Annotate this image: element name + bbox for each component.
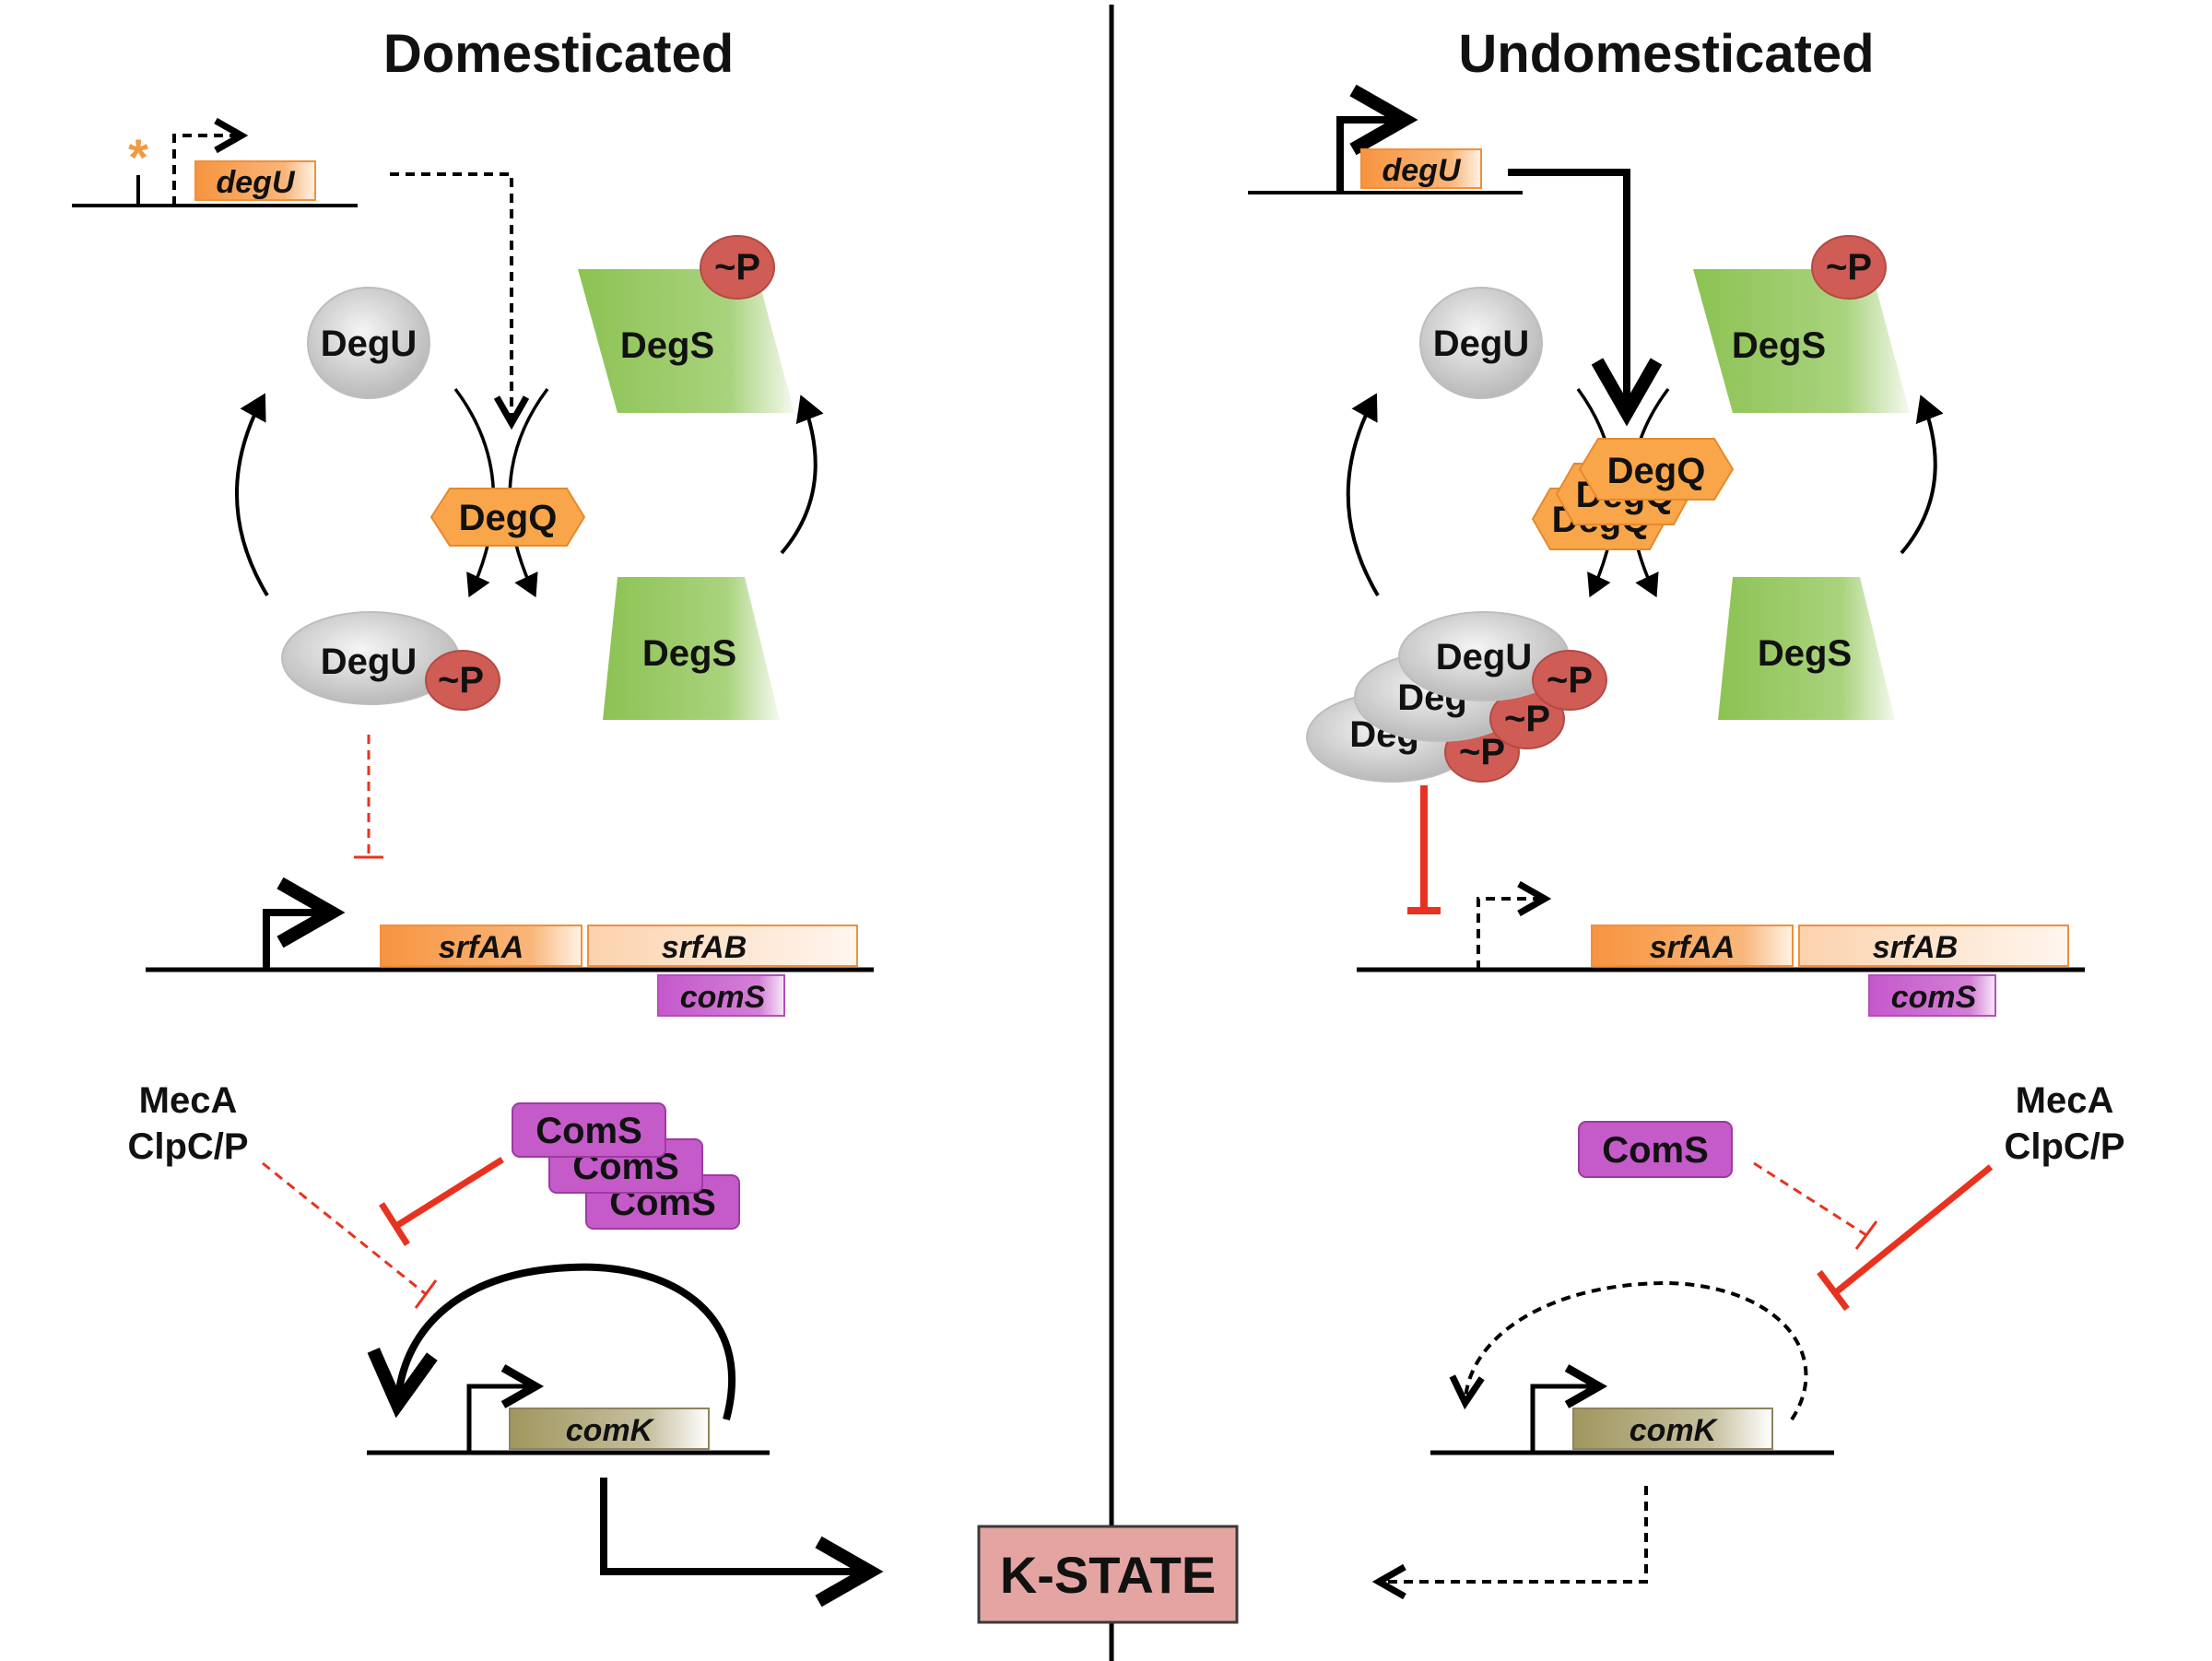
- degs-label-right: DegS: [1732, 325, 1826, 366]
- degu-gene-label-right: degU: [1382, 153, 1462, 188]
- degu-p-phospho-1: [1532, 650, 1607, 711]
- coms-gene-label: comS: [680, 980, 766, 1015]
- degq-protein-1-label: DegQ: [1607, 451, 1706, 491]
- degq-label: DegQ: [459, 498, 558, 538]
- right-panel: degU DegU DegS ~P DegQ DegQ DegQ DegS De…: [1248, 84, 2125, 1600]
- degs-phospho-label-right: ~P: [1826, 247, 1872, 288]
- phosphotransfer-arrow-1: [453, 387, 496, 598]
- degs-cycle-arrow-right: [780, 395, 824, 555]
- degu-gene-box-right: [1360, 148, 1482, 189]
- degs-label-2: DegS: [642, 633, 736, 674]
- coms-protein-right: [1578, 1121, 1733, 1178]
- mutation-asterisk: *: [128, 128, 148, 186]
- degs-label-2-right: DegS: [1758, 633, 1852, 674]
- degs-phospho-label: ~P: [714, 247, 760, 288]
- degs-phospho-protein-right: [1693, 269, 1910, 413]
- comk-gene-label: comK: [566, 1413, 655, 1448]
- degq-expression-arrow-strong: [1508, 169, 1663, 427]
- comk-strong-feedback-loop: [367, 1263, 735, 1421]
- title-undomesticated: Undomesticated: [1458, 24, 1874, 84]
- degs-phospho-group-right: [1811, 235, 1887, 300]
- degu-p-phospho-1-label: ~P: [1547, 660, 1593, 701]
- srfaa-gene-label: srfAA: [439, 930, 524, 965]
- degq-protein: [429, 488, 586, 547]
- degu-p-protein-1-label: DegU: [1436, 637, 1532, 677]
- coms-strong-inhibition-line: [394, 1157, 504, 1229]
- coms-protein-right-label: ComS: [1602, 1130, 1709, 1171]
- degu-cycle-arrow-left-right: [1346, 393, 1380, 597]
- srfaa-gene-label-right: srfAA: [1650, 930, 1735, 965]
- comk-gene-box-right: [1572, 1408, 1773, 1450]
- coms-weak-inhibition-line: [1753, 1161, 1867, 1237]
- degu-gene-label: degU: [217, 165, 296, 200]
- kstate-box: [977, 1525, 1239, 1624]
- srfab-gene-box: [587, 925, 858, 967]
- coms-gene-box-right: [1868, 974, 1996, 1017]
- degu-p-phospho-2-label: ~P: [1504, 699, 1550, 739]
- comk-gene-box: [509, 1408, 710, 1450]
- degu-label: DegU: [321, 324, 417, 364]
- srfab-gene-label: srfAB: [662, 930, 747, 965]
- meca-label-right: MecA: [2016, 1080, 2114, 1121]
- kstate-label: K-STATE: [1000, 1546, 1216, 1604]
- degu-gene-box: [194, 160, 316, 201]
- comk-gene-label-right: comK: [1630, 1413, 1719, 1448]
- degs-label: DegS: [620, 325, 714, 366]
- degu-strong-promoter-arrow: [1336, 84, 1418, 193]
- srfab-gene-label-right: srfAB: [1873, 930, 1959, 965]
- coms-gene-label-right: comS: [1891, 980, 1977, 1015]
- kstate-weak-arrow: [1371, 1486, 1648, 1600]
- kstate-strong-arrow: [600, 1478, 884, 1608]
- coms-protein-1-label: ComS: [535, 1111, 642, 1151]
- degs-protein: [603, 577, 780, 720]
- degq-protein-1: [1578, 438, 1735, 501]
- degu-phospho-group: [425, 650, 500, 711]
- degu-weak-promoter-arrow: [172, 117, 249, 206]
- clpcp-label-right: ClpC/P: [2004, 1126, 2124, 1167]
- degs-phospho-protein: [578, 269, 794, 413]
- degu-protein-right: [1419, 287, 1543, 399]
- comk-promoter-arrow-right: [1530, 1364, 1608, 1453]
- degu-protein: [307, 287, 430, 399]
- coms-strong-inhibition-bar: [379, 1202, 410, 1246]
- srfa-strong-promoter-arrow: [263, 877, 346, 970]
- degs-protein-right: [1718, 577, 1895, 720]
- comk-weak-feedback-loop: [1449, 1280, 1808, 1421]
- meca-strong-inhibition-bar: [1817, 1269, 1850, 1312]
- coms-gene-box: [657, 974, 785, 1017]
- srfa-weak-promoter-arrow: [1477, 880, 1552, 970]
- meca-label: MecA: [139, 1080, 238, 1121]
- degu-label-right: DegU: [1433, 324, 1529, 364]
- srfaa-gene-box-right: [1591, 925, 1794, 967]
- coms-protein-1: [512, 1102, 666, 1158]
- degs-cycle-arrow-right-right: [1900, 395, 1944, 555]
- srfab-gene-box-right: [1798, 925, 2069, 967]
- phosphotransfer-arrow-2: [508, 387, 549, 598]
- meca-weak-inhibition-line: [262, 1161, 427, 1296]
- comk-promoter-arrow: [466, 1364, 545, 1453]
- degu-phospho-label: ~P: [438, 660, 484, 701]
- degq-expression-arrow-weak: [390, 172, 530, 430]
- coms-weak-inhibition-bar: [1854, 1220, 1878, 1250]
- meca-weak-inhibition-bar: [414, 1279, 438, 1309]
- clpcp-label: ClpC/P: [127, 1126, 248, 1167]
- degs-phospho-group: [700, 235, 775, 300]
- srfaa-gene-box: [380, 925, 582, 967]
- degu-cycle-arrow-left: [235, 393, 269, 597]
- degu-p-label: DegU: [321, 642, 417, 682]
- meca-strong-inhibition-line: [1833, 1164, 1994, 1295]
- left-panel: * degU DegU DegS ~P DegQ DegS DegU ~P: [72, 117, 884, 1608]
- title-domesticated: Domesticated: [383, 24, 734, 84]
